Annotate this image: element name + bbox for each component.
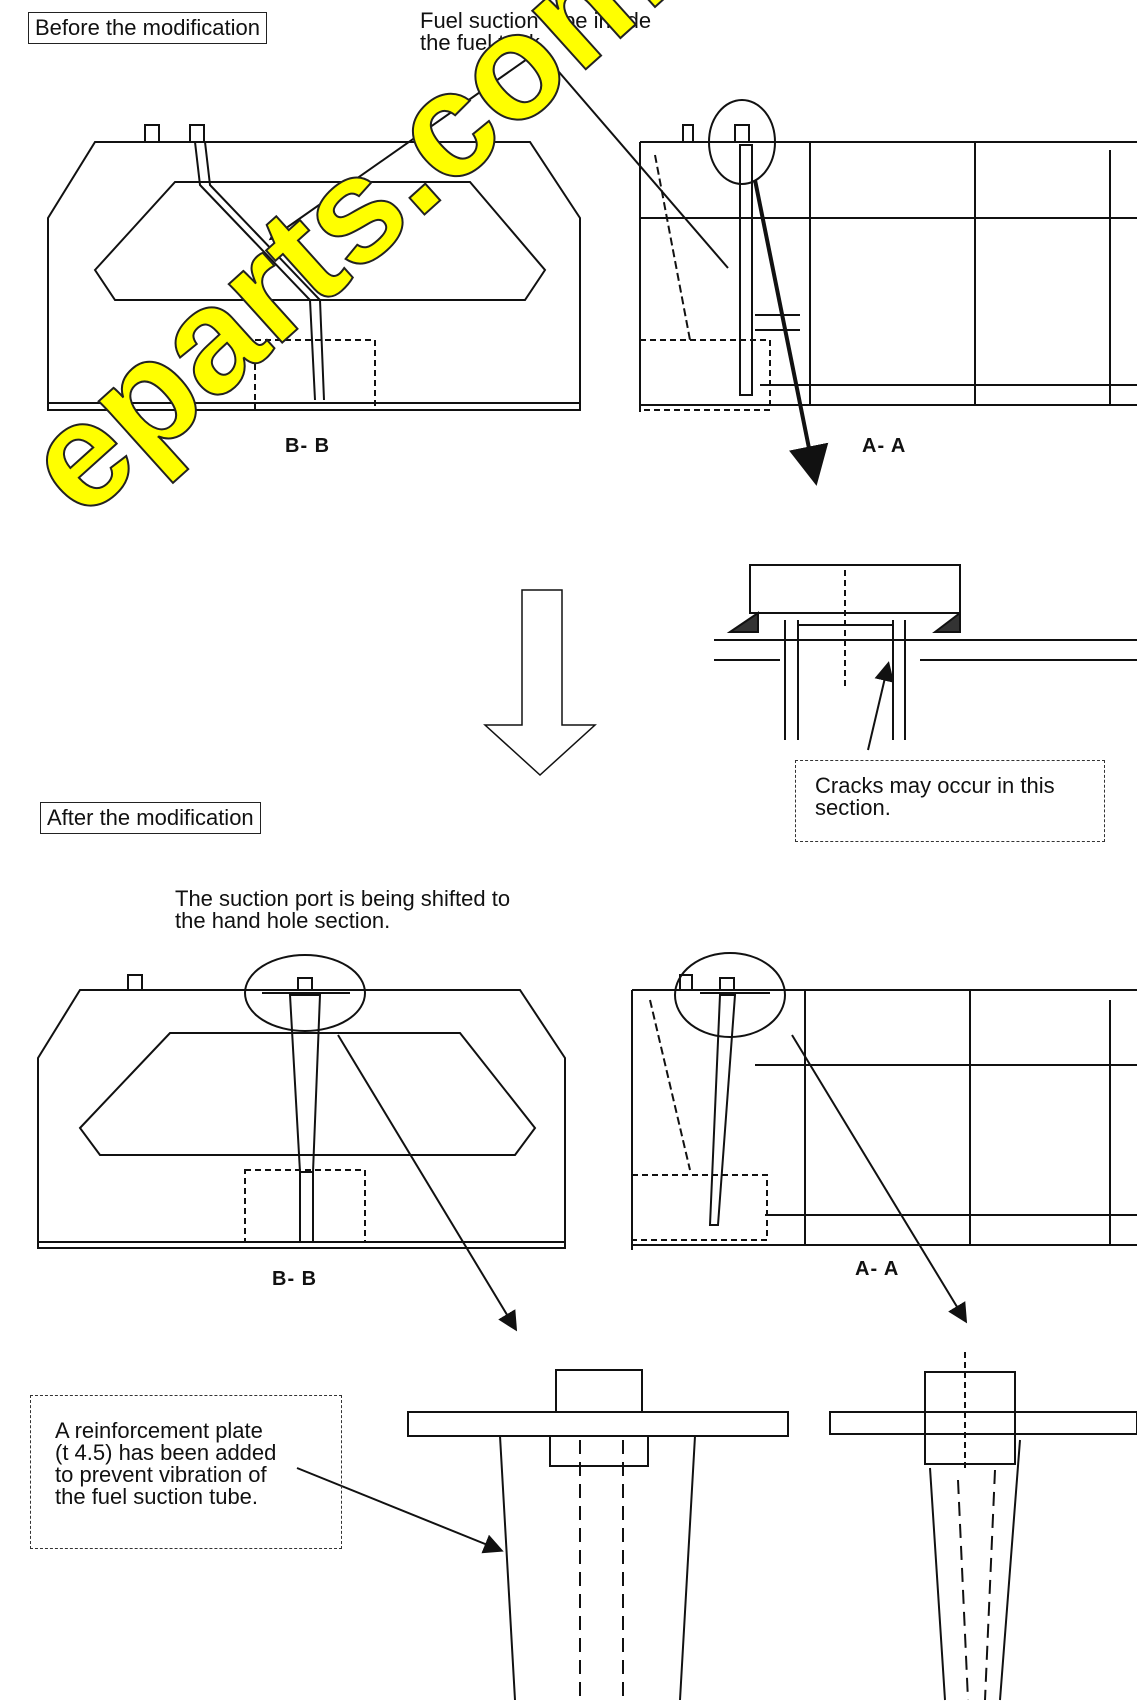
reinforcement-note: A reinforcement plate (t 4.5) has been a… xyxy=(55,1420,276,1508)
section-bb-bottom: B- B xyxy=(272,1268,318,1290)
cracks-note-box xyxy=(795,760,1105,842)
reinf-line4: the fuel suction tube. xyxy=(55,1484,259,1509)
transition-arrow xyxy=(483,589,597,777)
reinforcement-detail-aa xyxy=(829,1352,1137,1701)
tank-aa-after xyxy=(631,952,1137,1324)
shift-line1: The suction port is being shifted to xyxy=(175,886,511,911)
section-aa-top: A- A xyxy=(862,435,907,457)
shift-note: The suction port is being shifted to the… xyxy=(175,888,510,932)
reinforcement-detail-bb xyxy=(296,1369,789,1701)
cracks-line1: Cracks may occur in this xyxy=(815,773,1055,798)
before-label: Before the modification xyxy=(28,12,268,44)
cracks-note: Cracks may occur in this section. xyxy=(815,775,1055,819)
reinf-line2: (t 4.5) has been added xyxy=(55,1440,277,1465)
tank-aa-before xyxy=(639,99,1137,412)
fuel-tube-line2: the fuel tank xyxy=(420,30,540,55)
shift-line2: the hand hole section. xyxy=(175,908,391,933)
fuel-tube-line1: Fuel suction tube inside xyxy=(420,8,652,33)
after-label: After the modification xyxy=(40,802,261,834)
cracks-line2: section. xyxy=(815,795,891,820)
section-bb-top: B- B xyxy=(285,435,331,457)
crack-detail xyxy=(714,564,1137,751)
section-aa-bottom: A- A xyxy=(855,1258,900,1280)
fuel-tube-note: Fuel suction tube inside the fuel tank xyxy=(420,10,651,54)
reinforcement-note-box xyxy=(30,1395,342,1549)
reinf-line1: A reinforcement plate xyxy=(55,1418,263,1443)
tank-bb-before xyxy=(47,124,581,411)
reinf-line3: to prevent vibration of xyxy=(55,1462,267,1487)
tank-bb-after xyxy=(37,954,566,1332)
